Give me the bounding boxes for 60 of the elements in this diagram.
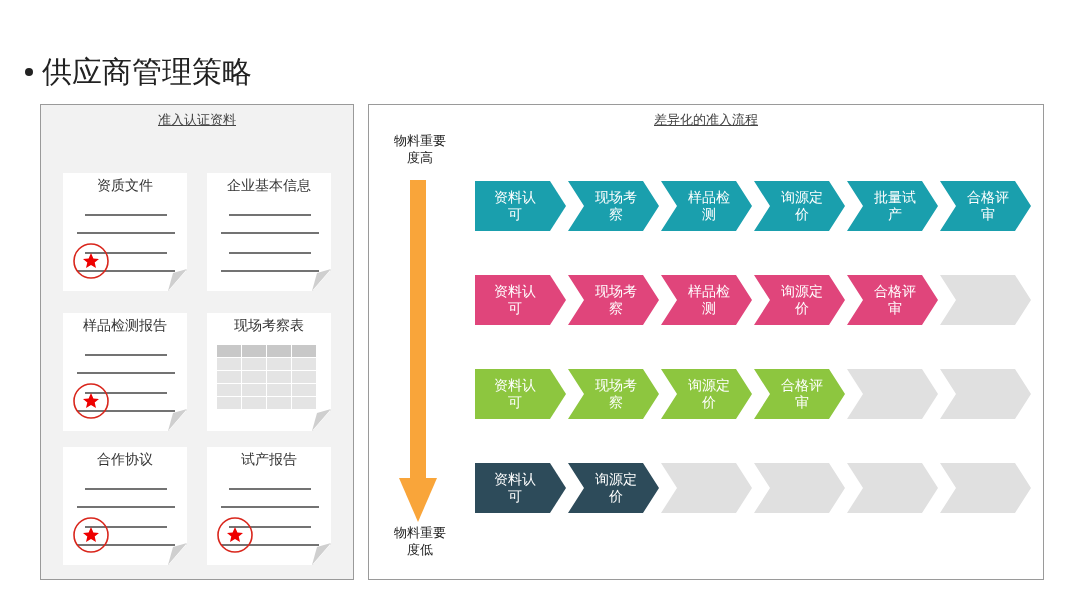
axis-label: 物料重要度高 — [393, 132, 447, 166]
document-card — [207, 313, 331, 431]
document-title: 资质文件 — [96, 177, 154, 195]
process-step-tile — [940, 181, 1031, 231]
step-label: 现场考察 — [593, 377, 638, 411]
step-label: 询源定价 — [779, 283, 824, 317]
empty-step-tile — [847, 369, 938, 419]
step-label: 合格评审 — [965, 189, 1010, 223]
document-title: 企业基本信息 — [226, 177, 312, 195]
process-step-tile — [661, 181, 752, 231]
step-label: 资料认可 — [492, 377, 537, 411]
process-step-tile — [475, 369, 566, 419]
process-step-tile — [475, 181, 566, 231]
step-label: 资料认可 — [492, 189, 537, 223]
process-step-tile — [754, 369, 845, 419]
step-label: 询源定价 — [593, 471, 638, 505]
panel-heading: 准入认证资料 — [157, 111, 237, 129]
process-step-tile — [754, 275, 845, 325]
empty-step-tile — [940, 275, 1031, 325]
step-label: 批量试产 — [872, 189, 917, 223]
axis-label: 物料重要度低 — [393, 524, 447, 558]
document-card — [63, 313, 187, 431]
document-title: 合作协议 — [96, 451, 154, 469]
empty-step-tile — [661, 463, 752, 513]
document-card — [207, 173, 331, 291]
process-step-tile — [568, 369, 659, 419]
step-label: 现场考察 — [593, 189, 638, 223]
panel — [368, 104, 1044, 580]
process-step-tile — [847, 181, 938, 231]
document-card — [63, 173, 187, 291]
process-step-tile — [661, 369, 752, 419]
document-title: 样品检测报告 — [82, 317, 168, 335]
process-step-tile — [568, 463, 659, 513]
step-label: 合格评审 — [779, 377, 824, 411]
step-label: 现场考察 — [593, 283, 638, 317]
step-label: 样品检测 — [686, 189, 731, 223]
process-step-tile — [568, 275, 659, 325]
step-label: 资料认可 — [492, 283, 537, 317]
step-label: 样品检测 — [686, 283, 731, 317]
empty-step-tile — [754, 463, 845, 513]
step-label: 合格评审 — [872, 283, 917, 317]
process-step-tile — [475, 275, 566, 325]
document-card — [63, 447, 187, 565]
empty-step-tile — [847, 463, 938, 513]
document-title: 现场考察表 — [233, 317, 305, 335]
process-step-tile — [661, 275, 752, 325]
step-label: 资料认可 — [492, 471, 537, 505]
process-step-tile — [754, 181, 845, 231]
document-card — [207, 447, 331, 565]
document-title: 试产报告 — [240, 451, 298, 469]
slide-title: 供应商管理策略 — [42, 53, 252, 91]
panel — [40, 104, 354, 580]
empty-step-tile — [940, 369, 1031, 419]
panel-heading: 差异化的准入流程 — [653, 111, 759, 129]
process-step-tile — [475, 463, 566, 513]
empty-step-tile — [940, 463, 1031, 513]
step-label: 询源定价 — [686, 377, 731, 411]
process-step-tile — [847, 275, 938, 325]
step-label: 询源定价 — [779, 189, 824, 223]
process-step-tile — [568, 181, 659, 231]
